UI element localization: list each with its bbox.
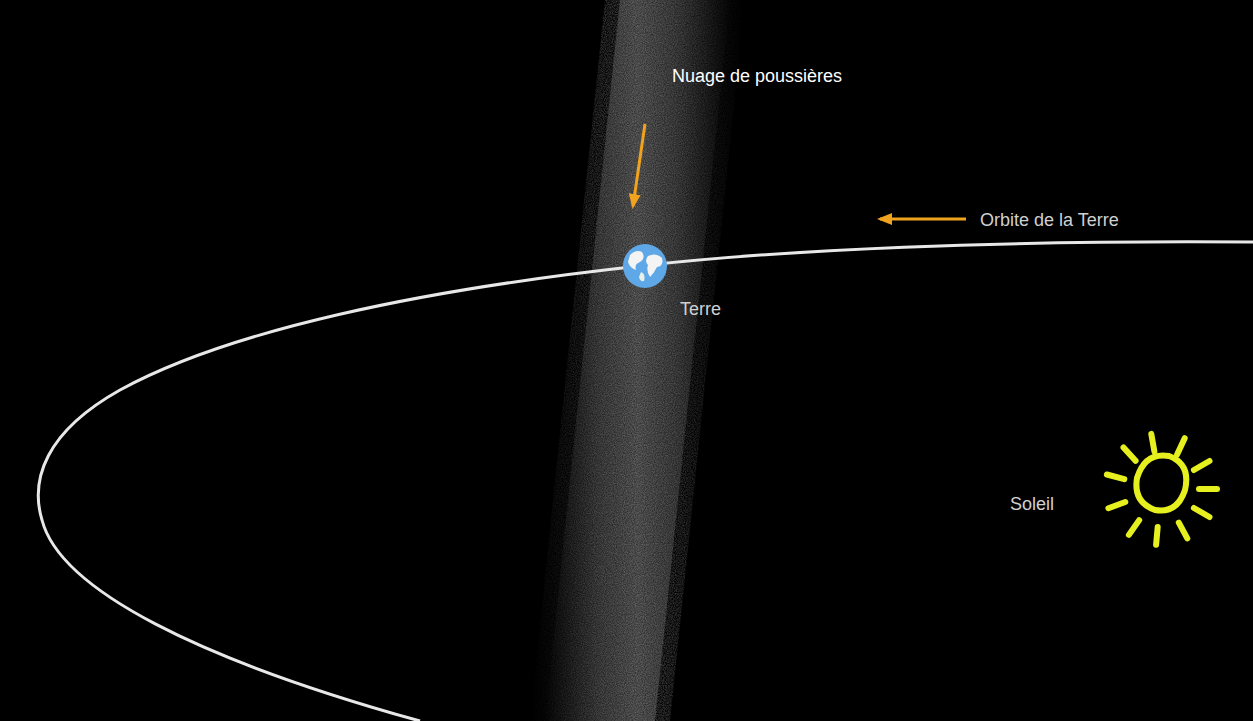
- pointer-arrow: [633, 124, 645, 206]
- dust-band: [530, 0, 745, 721]
- earth: [623, 244, 667, 288]
- earth-orbit: [38, 242, 1253, 721]
- orbit-label: Orbite de la Terre: [980, 210, 1119, 232]
- sun-ray: [1108, 502, 1125, 508]
- sun-ray: [1194, 461, 1210, 470]
- sun-ray: [1156, 527, 1158, 545]
- sun: [1107, 434, 1217, 545]
- sun-ray: [1179, 523, 1188, 539]
- cloud-label: Nuage de poussières: [672, 66, 842, 88]
- earth-label: Terre: [680, 299, 721, 321]
- sun-ray: [1124, 447, 1136, 460]
- sun-ray: [1194, 508, 1210, 517]
- direction-arrow: [880, 218, 966, 221]
- sun-ray: [1199, 486, 1217, 492]
- sun-label: Soleil: [1010, 494, 1054, 516]
- sun-ray: [1129, 520, 1139, 535]
- sun-ray: [1151, 434, 1154, 452]
- sun-ray: [1107, 475, 1124, 480]
- sun-ray: [1177, 438, 1185, 454]
